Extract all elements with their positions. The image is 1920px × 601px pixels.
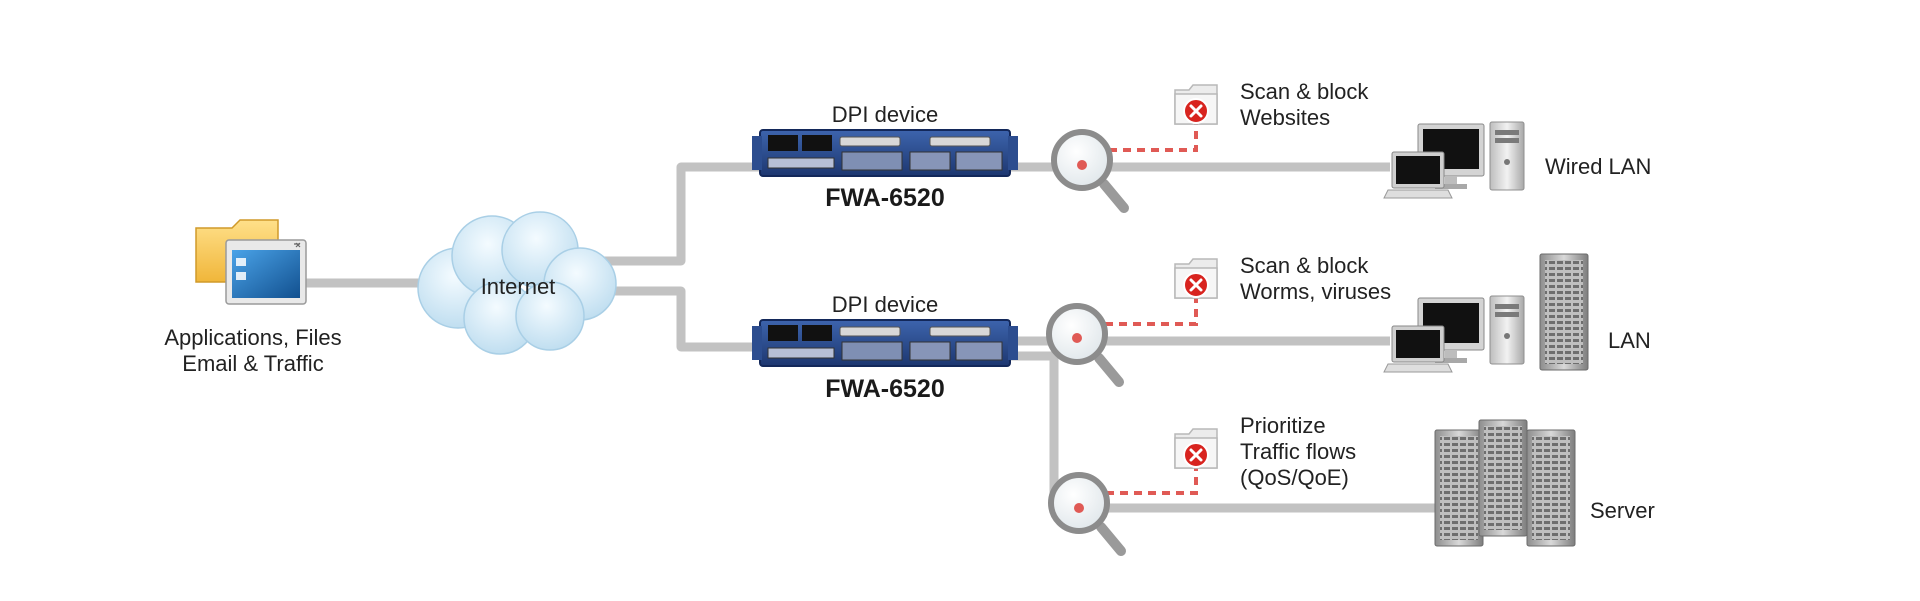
- source-node: Applications, Files Email & Traffic: [164, 219, 342, 376]
- internet-label: Internet: [481, 274, 556, 299]
- laptop-icon: [1383, 325, 1453, 373]
- tower-pc-icon: [1489, 121, 1525, 191]
- destination-lan: LAN: [1383, 253, 1651, 373]
- dpi-device-2-model: FWA-6520: [825, 375, 944, 403]
- cloud-icon: [417, 211, 617, 355]
- action-websites-line1: Scan & block: [1240, 79, 1369, 104]
- action-qos-line2: Traffic flows: [1240, 439, 1356, 464]
- action-websites-line2: Websites: [1240, 105, 1330, 130]
- internet-to-dpi-2-line: [590, 286, 760, 352]
- dpi-2-to-server-line: [1010, 351, 1435, 513]
- application-window-icon: [225, 239, 307, 305]
- source-label-line1: Applications, Files: [164, 325, 341, 350]
- rack-server-icon: [1478, 419, 1528, 537]
- blocked-folder-icon: [1173, 83, 1219, 126]
- inspection-websites: Scan & block Websites: [1054, 79, 1369, 208]
- dpi-device-2-caption: DPI device: [832, 292, 938, 317]
- dpi-device-1-model: FWA-6520: [825, 184, 944, 212]
- action-worms-line2: Worms, viruses: [1240, 279, 1391, 304]
- lan-label: LAN: [1608, 328, 1651, 353]
- action-worms-line1: Scan & block: [1240, 253, 1369, 278]
- internet-to-dpi-1-line: [590, 162, 760, 266]
- magnifier-icon: [1051, 475, 1121, 551]
- rack-server-icon: [1539, 253, 1589, 371]
- wired-lan-label: Wired LAN: [1545, 154, 1651, 179]
- internet-node: Internet: [417, 211, 617, 355]
- inspection-worms: Scan & block Worms, viruses: [1049, 253, 1391, 382]
- server-label: Server: [1590, 498, 1655, 523]
- rack-server-icon: [1526, 429, 1576, 547]
- action-qos-line3: (QoS/QoE): [1240, 465, 1349, 490]
- laptop-icon: [1383, 151, 1453, 199]
- destination-server: Server: [1434, 419, 1655, 547]
- action-qos-line1: Prioritize: [1240, 413, 1326, 438]
- network-appliance-icon: [751, 129, 1019, 177]
- destination-wired-lan: Wired LAN: [1383, 121, 1651, 199]
- dpi-device-2: DPI device FWA-6520: [751, 292, 1019, 403]
- tower-pc-icon: [1489, 295, 1525, 365]
- rack-server-icon: [1434, 429, 1484, 547]
- blocked-folder-icon: [1173, 427, 1219, 470]
- blocked-folder-icon: [1173, 257, 1219, 300]
- dpi-device-1-caption: DPI device: [832, 102, 938, 127]
- dpi-device-1: DPI device FWA-6520: [751, 102, 1019, 212]
- inspection-qos: Prioritize Traffic flows (QoS/QoE): [1051, 413, 1356, 551]
- source-label-line2: Email & Traffic: [182, 351, 323, 376]
- network-appliance-icon: [751, 319, 1019, 367]
